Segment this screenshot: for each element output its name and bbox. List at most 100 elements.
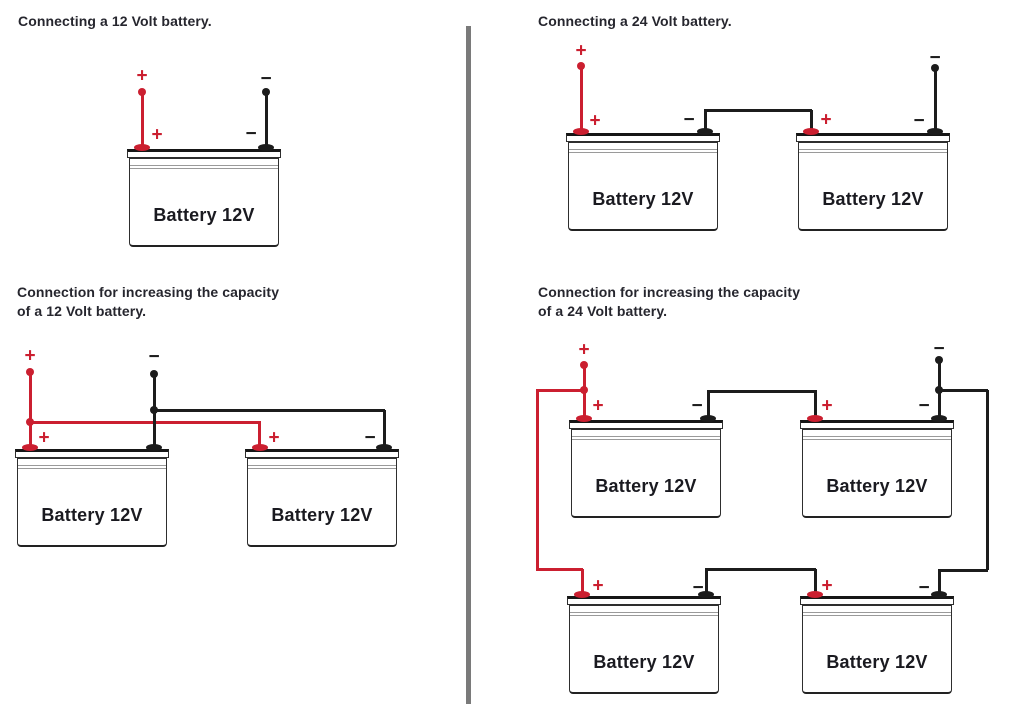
battery-body: Battery 12V: [802, 429, 952, 518]
negative-parallel-wire: [938, 389, 988, 392]
battery-lid: [245, 449, 399, 458]
series-jumper-wire: [814, 391, 817, 419]
battery-body: Battery 12V: [129, 158, 279, 247]
minus-sign: −: [691, 395, 703, 417]
battery-label: Battery 12V: [595, 476, 697, 496]
series-jumper-wire: [704, 109, 812, 112]
negative-terminal: [258, 144, 274, 151]
positive-wire-end-dot: [577, 62, 585, 70]
positive-terminal: [807, 415, 823, 422]
battery-seam: [18, 465, 166, 469]
positive-terminal: [22, 444, 38, 451]
battery-seam: [803, 436, 951, 440]
battery-label: Battery 12V: [826, 652, 928, 672]
battery-seam: [570, 612, 718, 616]
negative-terminal: [700, 415, 716, 422]
series-jumper-wire: [704, 110, 707, 132]
negative-parallel-wire: [986, 390, 989, 570]
battery-body: Battery 12V: [569, 605, 719, 694]
minus-sign: −: [929, 47, 941, 69]
battery-lid: [15, 449, 169, 458]
positive-parallel-wire: [258, 422, 261, 448]
battery: Battery 12V: [796, 128, 950, 231]
positive-wire-end-dot: [26, 368, 34, 376]
battery-body: Battery 12V: [798, 142, 948, 231]
negative-parallel-wire: [938, 570, 941, 594]
battery: Battery 12V: [15, 444, 169, 547]
series-jumper-wire: [705, 569, 708, 594]
battery-lid: [796, 133, 950, 142]
minus-sign: −: [692, 577, 704, 599]
battery-body: Battery 12V: [17, 458, 167, 547]
positive-terminal: [573, 128, 589, 135]
plus-sign: +: [578, 339, 590, 361]
panel-title-line: of a 24 Volt battery.: [538, 303, 668, 319]
positive-parallel-wire: [536, 390, 539, 570]
plus-sign: +: [592, 395, 604, 417]
negative-wire-end-dot: [262, 88, 270, 96]
positive-terminal: [576, 415, 592, 422]
battery: Battery 12V: [566, 128, 720, 231]
positive-terminal: [807, 591, 823, 598]
negative-parallel-wire: [153, 409, 385, 412]
negative-wire-end-dot: [931, 64, 939, 72]
panel-title-line: of a 12 Volt battery.: [17, 303, 147, 319]
panel-title: Connecting a 12 Volt battery.: [18, 13, 212, 29]
battery-lid: [127, 149, 281, 158]
negative-wire-end-dot: [150, 370, 158, 378]
positive-parallel-wire: [536, 568, 583, 571]
battery-body: Battery 12V: [568, 142, 718, 231]
battery-label: Battery 12V: [271, 505, 373, 525]
series-jumper-wire: [707, 391, 710, 419]
battery: Battery 12V: [127, 144, 281, 247]
battery-label: Battery 12V: [41, 505, 143, 525]
battery-lid: [567, 596, 721, 605]
positive-terminal: [134, 144, 150, 151]
positive-lead-wire: [141, 92, 144, 148]
negative-terminal: [931, 591, 947, 598]
battery-label: Battery 12V: [826, 476, 928, 496]
series-jumper-wire: [814, 569, 817, 594]
positive-terminal: [574, 591, 590, 598]
series-jumper-wire: [810, 110, 813, 132]
positive-junction-dot: [26, 418, 34, 426]
battery-seam: [572, 436, 720, 440]
series-jumper-wire: [705, 568, 816, 571]
battery: Battery 12V: [245, 444, 399, 547]
panel-title-line: Connection for increasing the capacity: [538, 284, 801, 300]
minus-sign: −: [260, 68, 272, 90]
plus-sign: +: [592, 575, 604, 597]
plus-sign: +: [589, 110, 601, 132]
minus-sign: −: [364, 427, 376, 449]
positive-parallel-wire: [29, 421, 261, 424]
negative-terminal: [697, 128, 713, 135]
plus-sign: +: [151, 124, 163, 146]
battery-lid: [566, 133, 720, 142]
negative-terminal: [146, 444, 162, 451]
battery-label: Battery 12V: [153, 205, 255, 225]
battery-label: Battery 12V: [822, 189, 924, 209]
minus-sign: −: [148, 346, 160, 368]
negative-lead-wire: [934, 68, 937, 132]
battery-lid: [569, 420, 723, 429]
battery-body: Battery 12V: [802, 605, 952, 694]
minus-sign: −: [683, 109, 695, 131]
battery: Battery 12V: [800, 591, 954, 694]
positive-terminal: [252, 444, 268, 451]
positive-terminal: [803, 128, 819, 135]
battery-label: Battery 12V: [592, 189, 694, 209]
negative-terminal: [927, 128, 943, 135]
battery-seam: [130, 165, 278, 169]
positive-lead-wire: [580, 66, 583, 132]
positive-parallel-wire: [536, 389, 585, 392]
negative-parallel-wire: [383, 410, 386, 448]
plus-sign: +: [268, 427, 280, 449]
minus-sign: −: [245, 123, 257, 145]
battery-body: Battery 12V: [247, 458, 397, 547]
negative-terminal: [931, 415, 947, 422]
positive-junction-dot: [580, 386, 588, 394]
battery-body: Battery 12V: [571, 429, 721, 518]
negative-lead-wire: [265, 92, 268, 148]
negative-parallel-wire: [938, 569, 988, 572]
